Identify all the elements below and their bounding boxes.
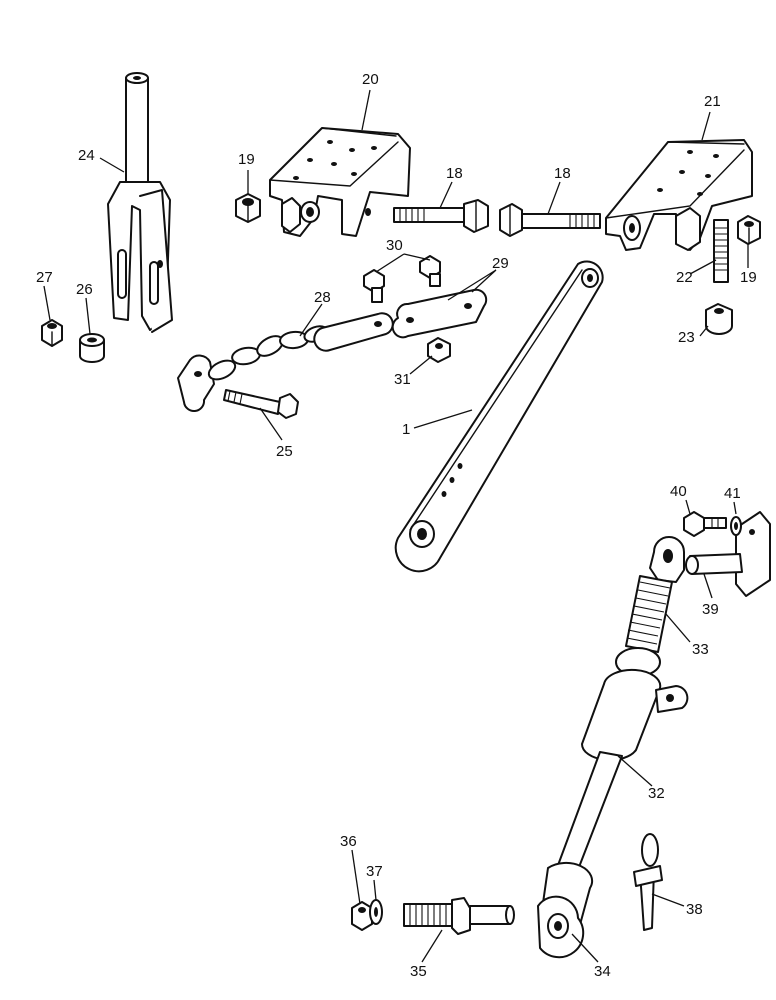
callout-38: 38	[686, 901, 703, 918]
part-19-nut-right	[737, 215, 761, 245]
part-37-washer	[369, 899, 383, 925]
callout-22: 22	[676, 269, 693, 286]
part-35-stud-pin	[403, 897, 515, 935]
callout-24: 24	[78, 147, 95, 164]
part-26-washer	[79, 333, 105, 363]
callout-32: 32	[648, 785, 665, 802]
part-29-plates	[391, 288, 488, 339]
callout-18-left: 18	[446, 165, 463, 182]
callout-36: 36	[340, 833, 357, 850]
callout-35: 35	[410, 963, 427, 980]
part-21-bracket	[605, 139, 753, 251]
leader-lines	[43, 89, 749, 963]
part-41-washer	[730, 516, 742, 536]
callout-21: 21	[704, 93, 721, 110]
callout-23: 23	[678, 329, 695, 346]
part-36-nut	[351, 901, 373, 931]
part-23-cap-nut	[705, 303, 733, 335]
part-19-nut-left	[235, 193, 261, 223]
part-28-chain	[177, 312, 394, 412]
part-40-bolt	[683, 511, 727, 537]
part-27-nut	[41, 319, 63, 347]
part-20-bracket	[269, 127, 411, 237]
callout-18-right: 18	[554, 165, 571, 182]
part-24-clevis-fork	[107, 72, 173, 333]
callout-29: 29	[492, 255, 509, 272]
part-18-bolt-left	[393, 199, 489, 233]
part-39-pin-plate	[685, 511, 771, 597]
callout-19-right: 19	[740, 269, 757, 286]
callout-31: 31	[394, 371, 411, 388]
part-32-turnbuckle	[553, 647, 689, 881]
part-34-end-knuckle	[537, 861, 594, 959]
callout-19-left: 19	[238, 151, 255, 168]
callout-34: 34	[594, 963, 611, 980]
callout-25: 25	[276, 443, 293, 460]
callout-40: 40	[670, 483, 687, 500]
callout-33: 33	[692, 641, 709, 658]
callout-37: 37	[366, 863, 383, 880]
callout-28: 28	[314, 289, 331, 306]
part-22-stud	[713, 219, 729, 283]
part-38-lynch-pin	[633, 833, 663, 931]
callout-26: 26	[76, 281, 93, 298]
callout-41: 41	[724, 485, 741, 502]
part-30-bolt-a	[363, 269, 385, 303]
part-25-bolt	[223, 389, 299, 419]
part-18-bolt-right	[499, 203, 601, 237]
callout-27: 27	[36, 269, 53, 286]
callout-labels: 20 21 19 18 18 24 27 26 28 30 29 31 25 1…	[36, 71, 757, 980]
part-33-threaded-end	[625, 536, 685, 653]
part-31-nut	[427, 337, 451, 363]
callout-39: 39	[702, 601, 719, 618]
callout-20: 20	[362, 71, 379, 88]
part-30-bolt-b	[419, 255, 441, 287]
part-1-link-bar	[394, 260, 604, 573]
callout-1: 1	[402, 421, 410, 438]
callout-30: 30	[386, 237, 403, 254]
